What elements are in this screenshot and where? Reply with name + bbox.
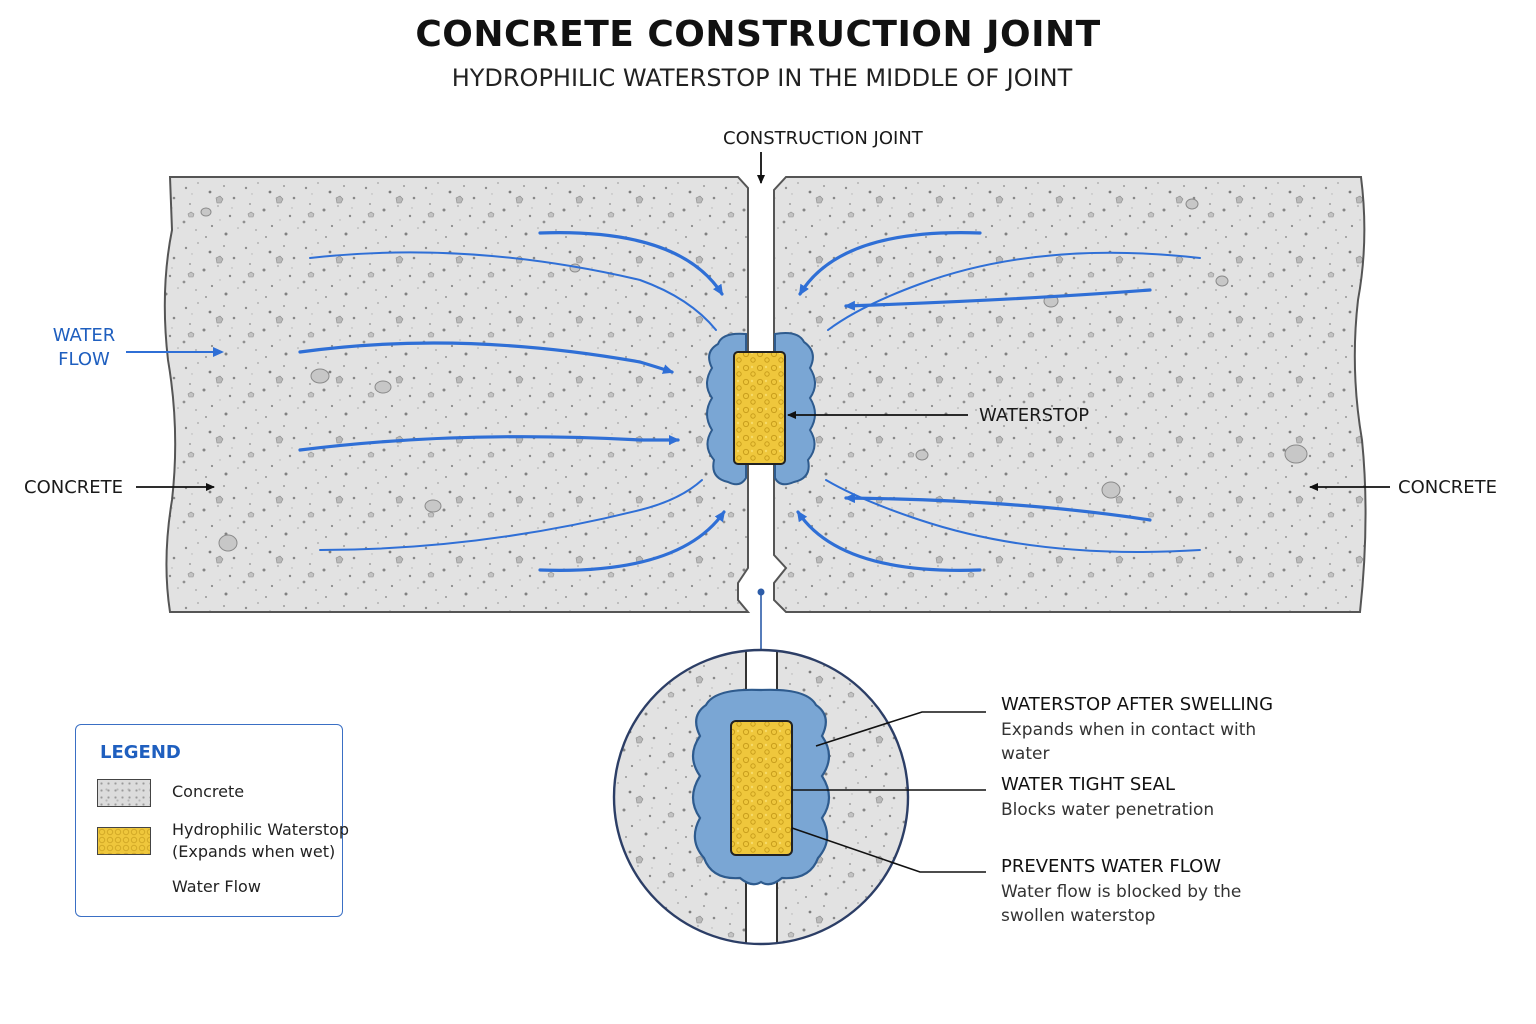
waterstop-core (733, 351, 786, 465)
callout-desc-seal: Blocks water penetration (1001, 800, 1215, 820)
concrete-block-left (163, 176, 751, 613)
water-flow-arrows-left (298, 231, 726, 572)
legend-water-flow-label: Water Flow (172, 877, 261, 896)
legend-waterstop-line1: Hydrophilic Waterstop (172, 820, 350, 839)
concrete-block-right (773, 176, 1367, 613)
legend-waterstop-swatch (97, 827, 151, 855)
callout-title-seal: WATER TIGHT SEAL (1001, 774, 1175, 795)
aggregate-stones (200, 198, 1308, 552)
waterstop-label: WATERSTOP (979, 405, 1090, 426)
callout-desc-prevents: Water flow is blocked by the swollen wat… (1001, 882, 1242, 926)
concrete-left-label: CONCRETE (24, 477, 124, 498)
callout-title-prevents: PREVENTS WATER FLOW (1001, 856, 1222, 877)
detail-zoom-circle (614, 650, 908, 944)
water-flow-label: WATER FLOW (42, 324, 126, 372)
construction-joint-label: CONSTRUCTION JOINT (723, 128, 923, 149)
callout-line-prevents (791, 827, 986, 873)
diagram-title: CONCRETE CONSTRUCTION JOINT (415, 14, 1101, 55)
water-flow-label-line1: WATER (52, 325, 116, 346)
diagram-subtitle: HYDROPHILIC WATERSTOP IN THE MIDDLE OF J… (451, 64, 1073, 92)
concrete-right-label: CONCRETE (1398, 477, 1498, 498)
water-flow-arrows-right (796, 231, 1201, 572)
water-flow-label-line2: FLOW (58, 349, 110, 370)
callout-desc-swelling: Expands when in contact with water (1001, 720, 1257, 764)
callout-line-swelling (815, 711, 986, 747)
legend-waterstop-line2: (Expands when wet) (172, 842, 336, 861)
legend-box: LEGEND Concrete Hydrophilic Waterstop (E… (75, 724, 349, 917)
legend-waterstop-label: Hydrophilic Waterstop (Expands when wet) (172, 819, 349, 863)
callout-title-swelling: WATERSTOP AFTER SWELLING (1001, 694, 1274, 715)
legend-concrete-label: Concrete (172, 782, 245, 801)
legend-concrete-swatch (97, 779, 151, 807)
legend-title: LEGEND (100, 742, 181, 763)
